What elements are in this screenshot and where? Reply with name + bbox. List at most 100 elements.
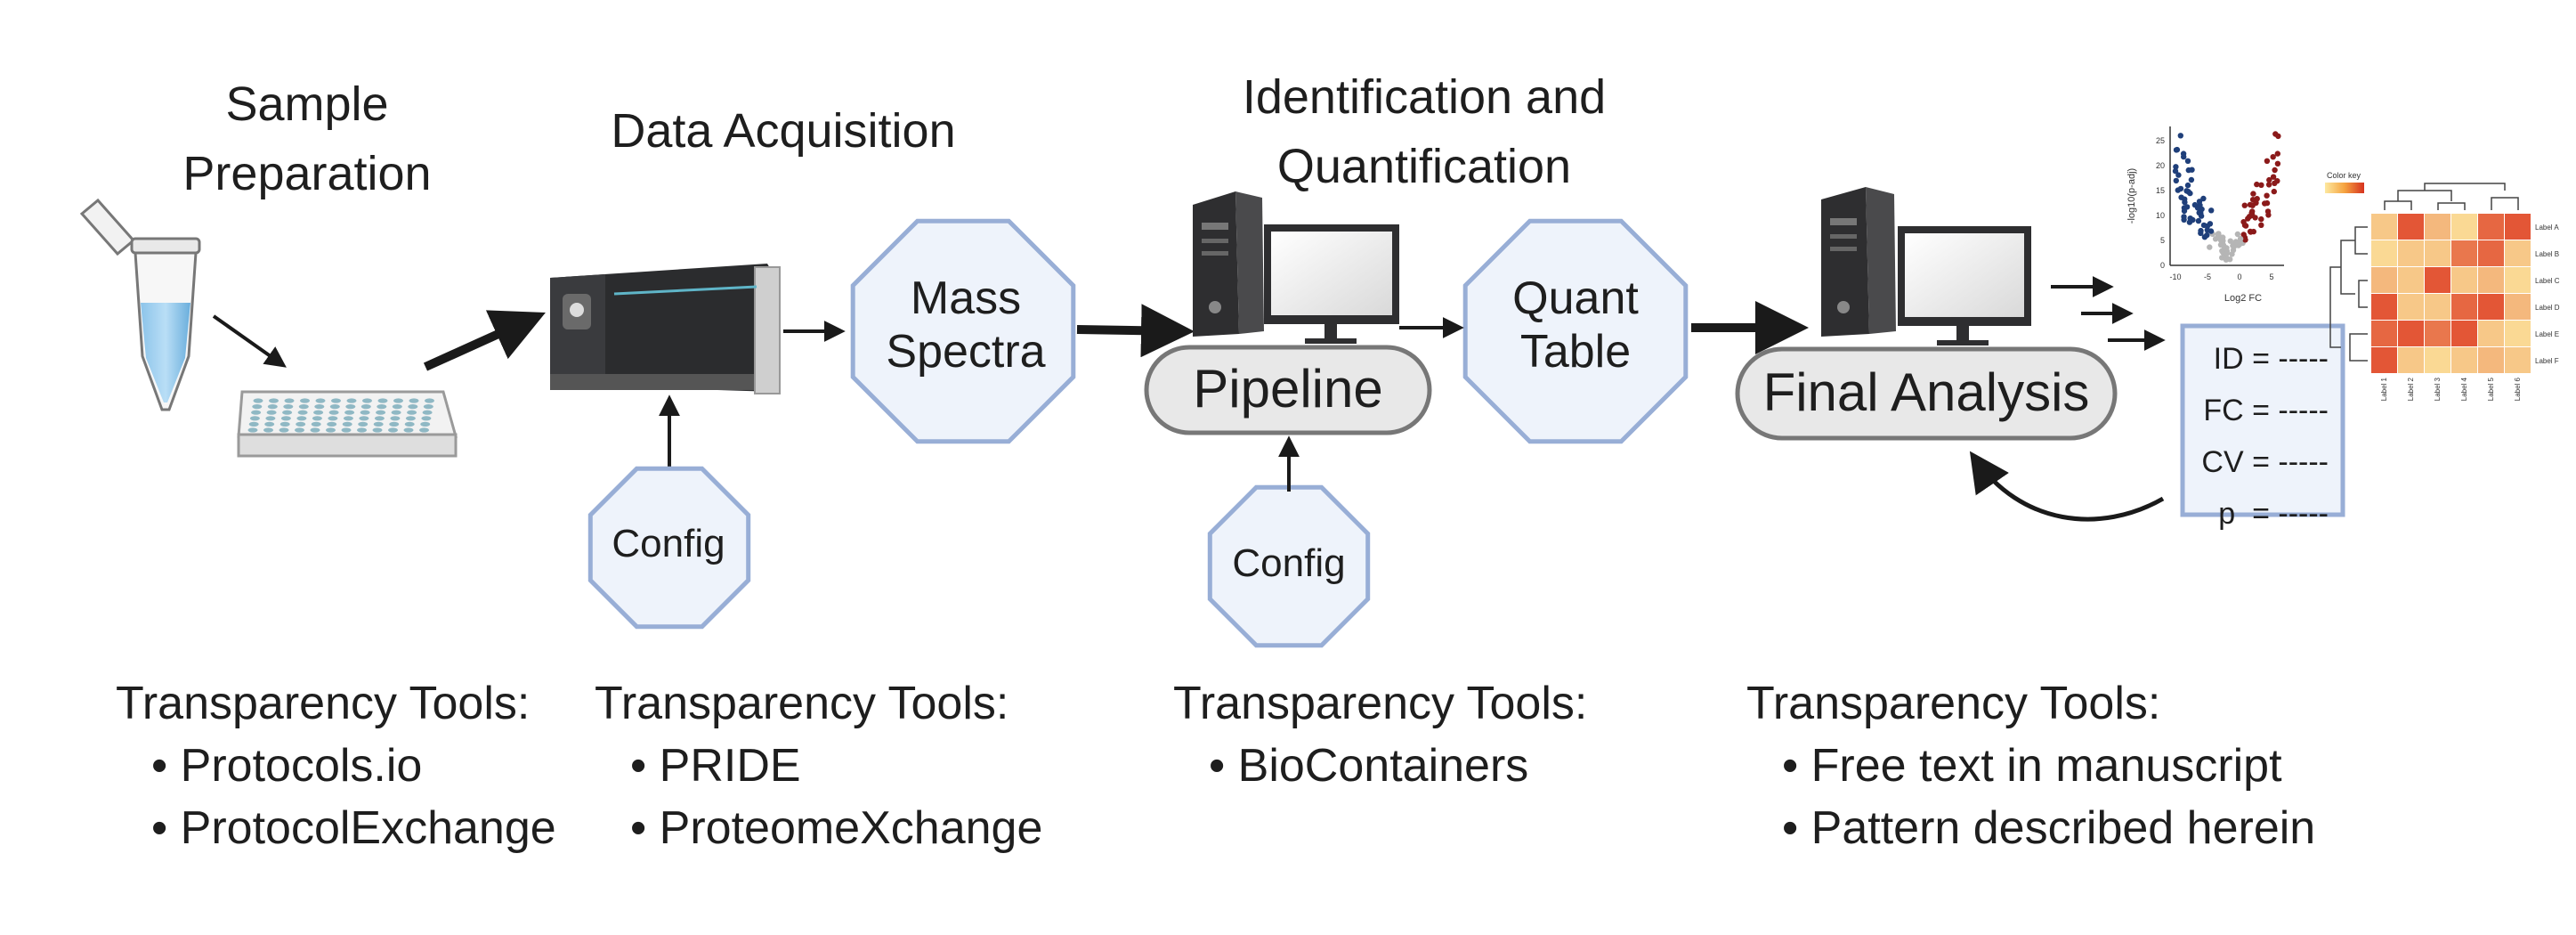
well xyxy=(310,427,320,433)
well xyxy=(403,427,414,433)
volcano-point xyxy=(2237,236,2244,242)
stage-title-line: Preparation xyxy=(182,147,432,200)
heatmap-col-label: Label 2 xyxy=(2407,377,2415,401)
volcano-point xyxy=(2173,177,2179,184)
stage-title-line: Quantification xyxy=(1276,140,1572,193)
volcano-point xyxy=(2182,199,2188,206)
heatmap-cell xyxy=(2425,294,2450,320)
stats-box xyxy=(2180,323,2345,517)
volcano-point xyxy=(2177,185,2184,192)
well xyxy=(358,421,369,427)
heatmap-row-label: Label F xyxy=(2535,357,2559,365)
heatmap-cell xyxy=(2398,347,2424,373)
tools-id-quant: Transparency Tools: • BioContainers xyxy=(1173,672,1587,797)
heatmap-cell xyxy=(2451,347,2477,373)
tools-heading: Transparency Tools: xyxy=(1173,678,1588,729)
volcano-point xyxy=(2184,158,2191,164)
config-node-2 xyxy=(1207,484,1371,648)
well xyxy=(265,416,276,421)
well xyxy=(344,410,355,415)
tools-item: • Protocols.io xyxy=(151,740,423,792)
well xyxy=(311,421,321,427)
well xyxy=(360,404,371,410)
volcano-point xyxy=(2254,181,2260,188)
volcano-point xyxy=(2224,250,2230,256)
volcano-point xyxy=(2274,160,2281,167)
config-node-1 xyxy=(587,466,751,630)
well xyxy=(372,427,383,433)
volcano-point xyxy=(2204,223,2211,230)
volcano-ytick: 10 xyxy=(2156,211,2165,220)
pipeline-label: Pipeline xyxy=(1193,359,1383,419)
heatmap-dendrogram-top xyxy=(2384,200,2412,210)
tools-item: • PRIDE xyxy=(630,740,801,792)
heatmap-cell xyxy=(2398,214,2424,240)
volcano-point xyxy=(2247,201,2254,208)
well xyxy=(296,416,307,421)
volcano-point xyxy=(2275,133,2281,140)
volcano-point xyxy=(2258,182,2264,188)
well xyxy=(284,398,295,403)
heatmap-cell xyxy=(2371,267,2397,293)
final-analysis-pill xyxy=(1735,346,2118,441)
volcano-point xyxy=(2241,222,2248,229)
tools-heading: Transparency Tools: xyxy=(1746,678,2161,729)
mass-spectra-label: Mass Spectra xyxy=(850,272,1081,378)
heatmap-dendrogram-top xyxy=(2397,190,2452,201)
sample-tube-icon xyxy=(79,198,201,411)
volcano-point xyxy=(2196,199,2203,205)
well xyxy=(425,398,434,403)
well xyxy=(360,410,370,415)
well xyxy=(279,427,289,433)
stage-title-data-acquisition: Data Acquisition xyxy=(561,96,1006,166)
stage-title-sample-prep: Sample Preparation xyxy=(142,69,472,208)
tools-heading: Transparency Tools: xyxy=(595,678,1009,729)
well xyxy=(313,410,324,415)
heatmap-cell xyxy=(2398,267,2424,293)
volcano-point xyxy=(2247,228,2254,235)
tools-item: • BioContainers xyxy=(1209,740,1529,792)
heatmap-cell xyxy=(2371,240,2397,266)
heatmap-cell xyxy=(2478,267,2504,293)
heatmap-cell xyxy=(2505,267,2531,293)
well xyxy=(409,398,419,403)
well xyxy=(392,404,402,410)
tools-item: • Free text in manuscript xyxy=(1782,740,2282,792)
heatmap-cell xyxy=(2398,321,2424,346)
volcano-point xyxy=(2224,256,2230,263)
volcano-point xyxy=(2266,176,2272,183)
volcano-point xyxy=(2274,150,2280,157)
well xyxy=(315,398,326,403)
well xyxy=(327,421,337,427)
volcano-point xyxy=(2177,133,2183,139)
heatmap-color-key xyxy=(2325,183,2364,193)
well xyxy=(362,398,372,403)
quant-table-node xyxy=(1462,218,1689,444)
well xyxy=(421,416,432,421)
heatmap-cell xyxy=(2371,294,2397,320)
well xyxy=(264,421,275,427)
well xyxy=(420,421,431,427)
well xyxy=(389,421,400,427)
heatmap-cell xyxy=(2451,294,2477,320)
stat-cv: CV = ----- xyxy=(2201,445,2329,479)
volcano-point xyxy=(2181,216,2187,223)
volcano-point xyxy=(2201,234,2208,240)
volcano-point xyxy=(2264,158,2271,164)
volcano-point xyxy=(2183,204,2191,210)
volcano-xlabel: Log2 FC xyxy=(2224,293,2262,304)
volcano-point xyxy=(2270,154,2276,160)
heatmap-col-label: Label 3 xyxy=(2434,377,2442,401)
volcano-ylabel: -log10(p-adj) xyxy=(2126,168,2137,224)
well xyxy=(298,404,309,410)
well xyxy=(419,427,429,433)
tools-heading: Transparency Tools: xyxy=(116,678,531,729)
tools-final-analysis: Transparency Tools: • Free text in manus… xyxy=(1746,672,2315,859)
volcano-point xyxy=(2220,242,2227,248)
stat-p: p = ----- xyxy=(2218,497,2329,531)
heatmap-dendrogram-left xyxy=(2354,226,2368,255)
mass-spectra-line: Spectra xyxy=(886,326,1046,378)
well-plate-icon xyxy=(237,390,458,458)
